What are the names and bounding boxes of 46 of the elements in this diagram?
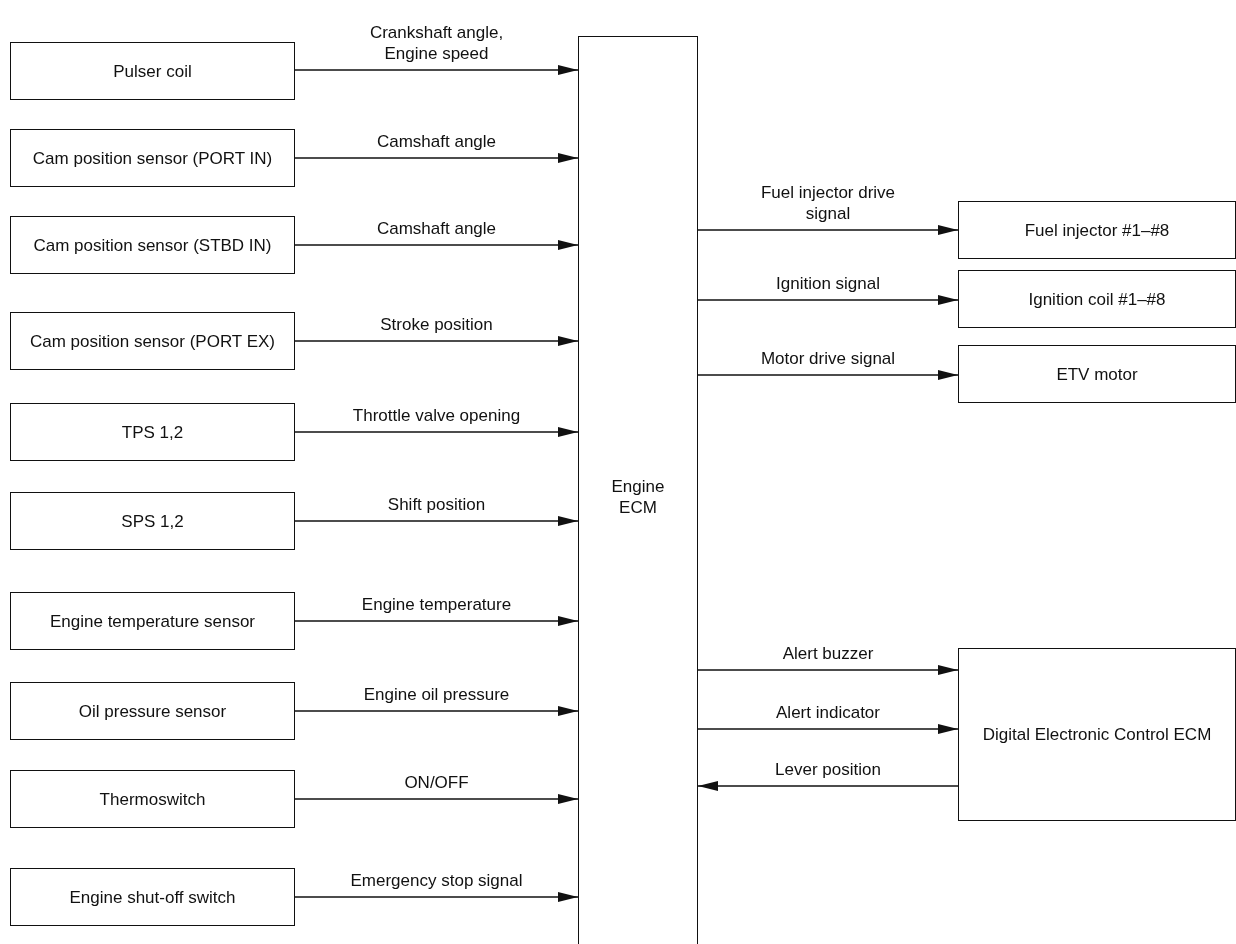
box-label: Ignition coil #1–#8 [1027, 288, 1167, 310]
component-box [10, 592, 295, 650]
arrow [697, 724, 959, 734]
box-label: SPS 1,2 [120, 510, 185, 532]
component-box [10, 42, 295, 100]
component-box [958, 648, 1236, 821]
component-box [10, 312, 295, 370]
arrow [294, 65, 579, 75]
component-box [10, 403, 295, 461]
box-label: Engine ECM [610, 475, 666, 518]
box-label: Pulser coil [112, 60, 193, 82]
box-label: Engine shut-off switch [68, 886, 237, 908]
arrow [697, 665, 959, 675]
box-label: Fuel injector #1–#8 [1023, 219, 1171, 241]
arrow [294, 153, 579, 163]
arrow [697, 295, 959, 305]
component-box [10, 492, 295, 550]
arrow [294, 616, 579, 626]
arrow [697, 225, 959, 235]
box-label: TPS 1,2 [120, 421, 185, 443]
box-label: Cam position sensor (STBD IN) [32, 234, 273, 256]
component-box [10, 129, 295, 187]
component-box [10, 216, 295, 274]
component-box [10, 770, 295, 828]
arrow [294, 336, 579, 346]
component-box [10, 682, 295, 740]
component-box [10, 868, 295, 926]
component-box [958, 201, 1236, 259]
box-label: Oil pressure sensor [77, 700, 228, 722]
component-box [958, 270, 1236, 328]
box-label: ETV motor [1055, 363, 1139, 385]
arrow [697, 781, 959, 791]
arrow [294, 892, 579, 902]
box-label: Thermoswitch [98, 788, 207, 810]
box-label: Cam position sensor (PORT IN) [31, 147, 274, 169]
arrow [294, 516, 579, 526]
box-label: Digital Electronic Control ECM [981, 724, 1213, 745]
box-label: Cam position sensor (PORT EX) [29, 330, 276, 352]
component-box [958, 345, 1236, 403]
arrow [294, 240, 579, 250]
arrow [294, 706, 579, 716]
ecm-box [578, 36, 698, 944]
arrow [294, 794, 579, 804]
box-label: Engine temperature sensor [48, 610, 257, 632]
arrow [294, 427, 579, 437]
arrow [697, 370, 959, 380]
